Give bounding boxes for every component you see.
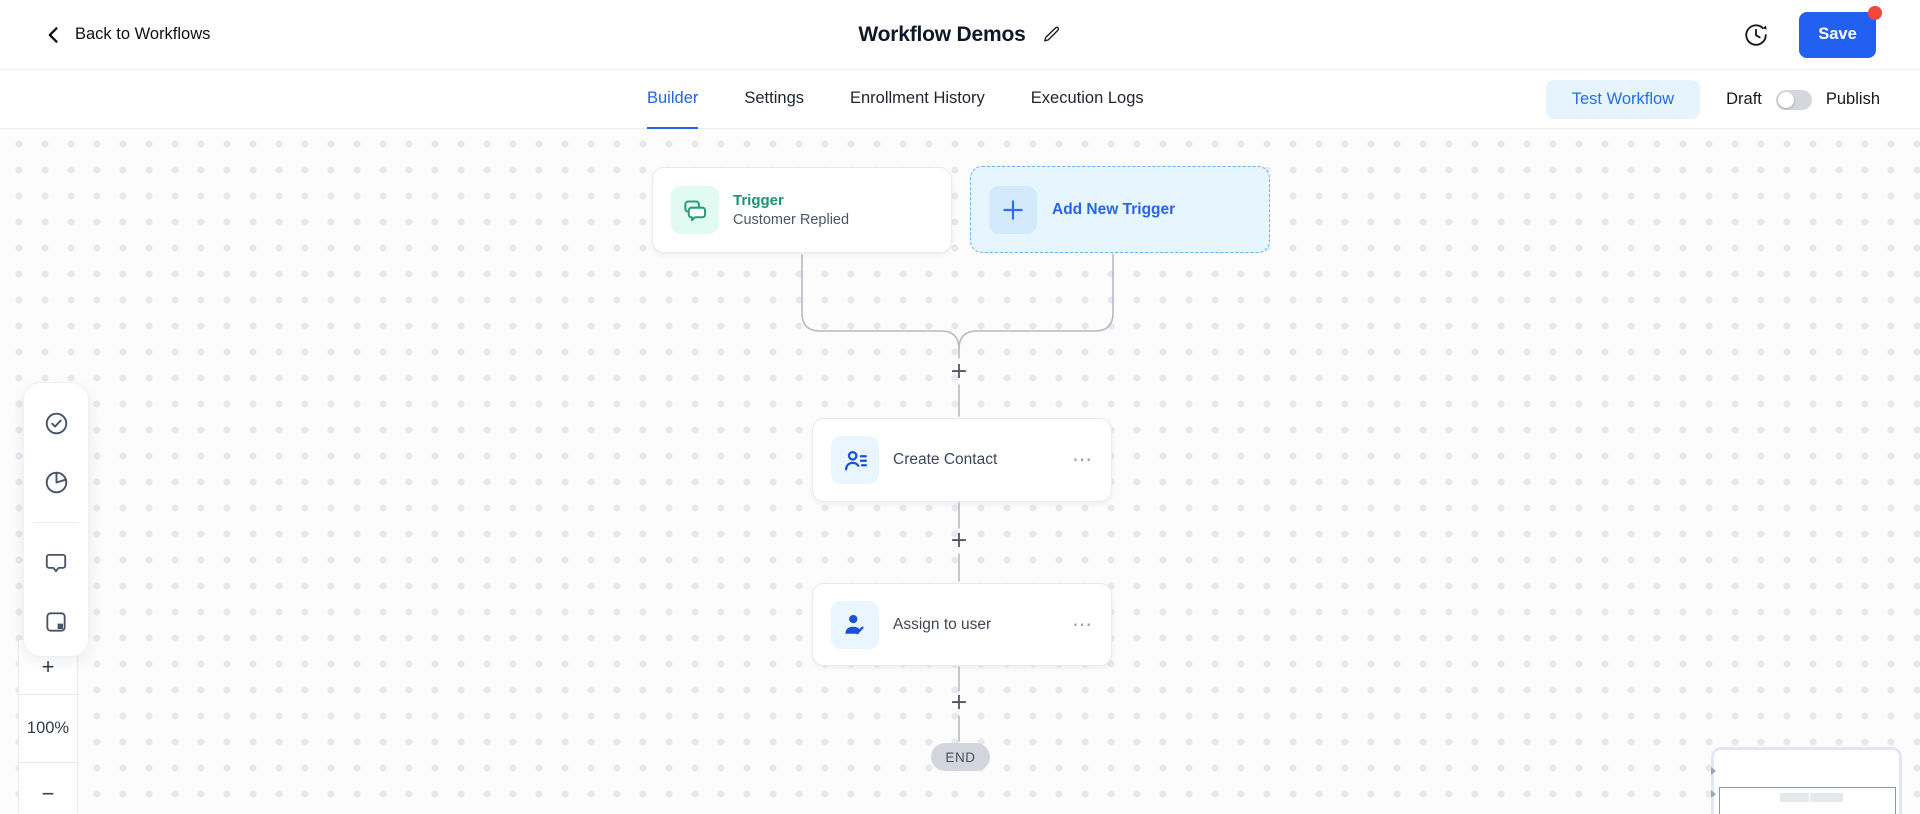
add-new-trigger-label: Add New Trigger bbox=[1052, 200, 1176, 218]
minimap-panel[interactable] bbox=[1711, 747, 1902, 814]
edit-title-pencil-icon[interactable] bbox=[1043, 25, 1062, 44]
minimap-skeleton-bar bbox=[1780, 793, 1809, 802]
end-node: END bbox=[931, 743, 990, 771]
comment-bubble-icon[interactable] bbox=[42, 549, 70, 577]
tab-builder[interactable]: Builder bbox=[647, 70, 699, 129]
page-title: Workflow Demos bbox=[858, 22, 1026, 46]
action-node-label: Assign to user bbox=[893, 615, 992, 633]
back-to-workflows-button[interactable]: Back to Workflows bbox=[44, 25, 210, 45]
check-circle-icon[interactable] bbox=[42, 409, 70, 437]
minimap-handle bbox=[1711, 790, 1716, 798]
toolbar-divider bbox=[34, 522, 78, 523]
add-new-trigger-button[interactable]: Add New Trigger bbox=[970, 166, 1270, 253]
action-node-create-contact[interactable]: Create Contact ⋯ bbox=[812, 418, 1112, 502]
back-label: Back to Workflows bbox=[75, 25, 211, 43]
chat-bubbles-icon bbox=[671, 186, 719, 234]
tabs-group: Builder Settings Enrollment History Exec… bbox=[647, 70, 1144, 129]
sticky-note-icon[interactable] bbox=[42, 608, 70, 636]
minimap-handle bbox=[1711, 767, 1716, 775]
tab-execution-logs[interactable]: Execution Logs bbox=[1030, 89, 1144, 107]
trigger-node-customer-replied[interactable]: Trigger Customer Replied bbox=[652, 167, 952, 253]
history-clock-icon[interactable] bbox=[1743, 22, 1769, 48]
workflow-tabbar: Builder Settings Enrollment History Exec… bbox=[0, 70, 1920, 129]
workflow-canvas[interactable]: Trigger Customer Replied Add New Trigger… bbox=[0, 129, 1920, 814]
user-lines-icon bbox=[831, 436, 879, 484]
minimap-skeleton-bar bbox=[1810, 793, 1843, 802]
minimap-viewport bbox=[1719, 787, 1896, 814]
action-node-label: Create Contact bbox=[893, 451, 998, 468]
publish-label: Publish bbox=[1825, 90, 1880, 108]
canvas-side-toolbar bbox=[23, 382, 89, 657]
unsaved-changes-badge bbox=[1868, 5, 1882, 20]
plus-icon bbox=[989, 185, 1037, 234]
tab-enrollment-history[interactable]: Enrollment History bbox=[850, 89, 985, 107]
zoom-out-button[interactable]: − bbox=[18, 763, 78, 814]
publish-toggle[interactable] bbox=[1775, 89, 1812, 110]
node-menu-ellipsis-icon[interactable]: ⋯ bbox=[1072, 449, 1093, 471]
app-header: Back to Workflows Workflow Demos Save bbox=[0, 0, 1920, 70]
tab-settings[interactable]: Settings bbox=[744, 89, 804, 107]
trigger-node-subtitle: Customer Replied bbox=[733, 212, 850, 228]
add-step-button-3[interactable]: + bbox=[949, 690, 969, 715]
chevron-left-icon bbox=[44, 25, 64, 45]
add-step-button-1[interactable]: + bbox=[949, 359, 969, 384]
add-step-button-2[interactable]: + bbox=[949, 528, 969, 553]
test-workflow-button[interactable]: Test Workflow bbox=[1545, 80, 1701, 119]
toggle-knob bbox=[1777, 91, 1794, 108]
node-menu-ellipsis-icon[interactable]: ⋯ bbox=[1072, 613, 1093, 636]
action-node-assign-to-user[interactable]: Assign to user ⋯ bbox=[812, 583, 1112, 666]
draft-label: Draft bbox=[1726, 90, 1762, 108]
trigger-node-title: Trigger bbox=[733, 192, 784, 209]
save-button[interactable]: Save bbox=[1799, 11, 1876, 58]
user-check-icon bbox=[831, 600, 879, 649]
zoom-controls: + 100% − bbox=[18, 639, 78, 814]
pie-chart-icon[interactable] bbox=[42, 468, 70, 496]
zoom-level-display: 100% bbox=[18, 695, 78, 763]
